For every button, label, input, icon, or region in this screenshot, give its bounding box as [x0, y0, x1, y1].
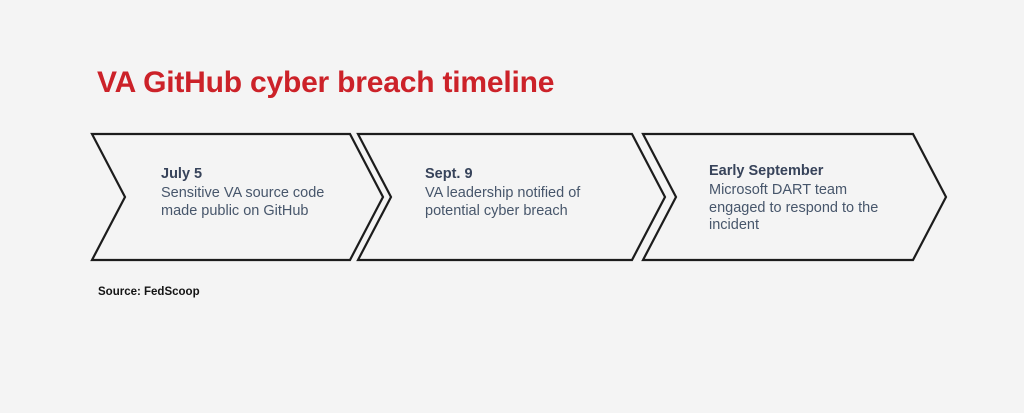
timeline-step-3-description: Microsoft DART team engaged to respond t…: [709, 181, 879, 234]
timeline-step-2: Sept. 9 VA leadership notified of potent…: [425, 165, 625, 220]
timeline-step-3: Early September Microsoft DART team enga…: [709, 162, 887, 235]
source-attribution: Source: FedScoop: [98, 286, 200, 298]
timeline-step-1-date: July 5: [161, 166, 203, 182]
timeline-step-3-date: Early September: [709, 163, 824, 179]
timeline-step-1-description: Sensitive VA source code made public on …: [161, 184, 325, 219]
chevron-shape-1: [90, 132, 385, 262]
timeline-step-2-description: VA leadership notified of potential cybe…: [425, 184, 581, 219]
page-title: VA GitHub cyber breach timeline: [97, 66, 555, 99]
chevron-shape-2: [356, 132, 667, 262]
timeline-step-1: July 5 Sensitive VA source code made pub…: [161, 165, 357, 220]
timeline-step-2-date: Sept. 9: [425, 166, 473, 182]
chevron-shape-3: [641, 132, 948, 262]
